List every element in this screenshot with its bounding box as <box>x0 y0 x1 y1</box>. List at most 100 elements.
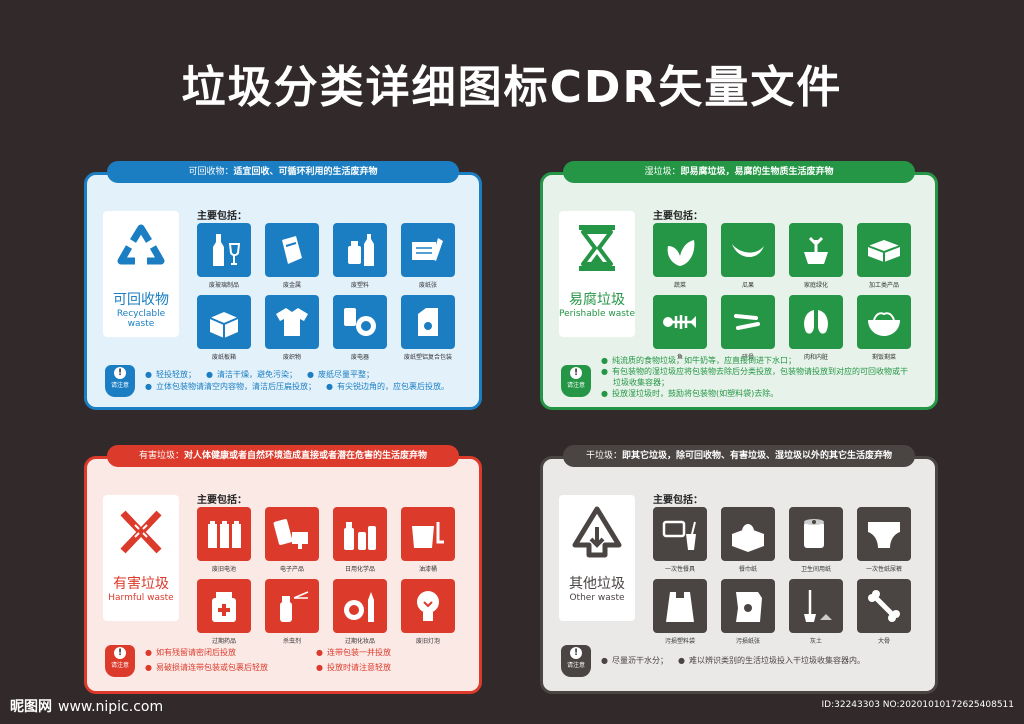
item-label: 废电器 <box>350 354 369 361</box>
note-text: 立体包装物请清空内容物，清洁后压扁投放； <box>155 382 316 391</box>
category-name-en: Recyclable waste <box>116 309 166 329</box>
recyclable-banner: 可回收物：适宜回收、可循环利用的生活废弃物 <box>107 161 459 183</box>
cross-hazard-icon <box>120 510 162 554</box>
item-tile: 污损塑料袋 <box>651 579 709 645</box>
item-tile: 加工类产品 <box>855 223 913 289</box>
item-tile: 电子产品 <box>263 507 321 573</box>
item-label: 油漆桶 <box>418 566 437 573</box>
item-tile: 油漆桶 <box>399 507 457 573</box>
item-tile: 瓜果 <box>719 223 777 289</box>
item-label: 卫生间用纸 <box>800 566 831 573</box>
banner-text: 适宜回收、可循环利用的生活废弃物 <box>233 167 378 177</box>
hazardous-panel: 有害垃圾：对人体健康或者自然环境造成直接或者潜在危害的生活废弃物 有害垃圾 Ha… <box>84 445 482 694</box>
item-label: 过期药品 <box>211 638 236 645</box>
metal-can-icon <box>282 236 302 264</box>
note-text: 投放湿垃圾时，鼓励将包装物(如塑料袋)去除。 <box>611 389 779 398</box>
note-line: ●如有残留请密闭后投放●连带包装一并投放 <box>145 645 469 660</box>
item-label: 过期化妆品 <box>344 638 375 645</box>
note-text: 废纸尽量平整； <box>317 370 374 379</box>
item-tile: 废电器 <box>331 295 389 361</box>
electronics-icon <box>273 519 308 549</box>
item-tile: 剩饭剩菜 <box>855 295 913 361</box>
tissue-box-icon <box>732 524 764 552</box>
item-label: 废织物 <box>282 354 301 361</box>
note-text: 有尖锐边角的，应包裹后投放。 <box>336 382 449 391</box>
item-tile: 过期药品 <box>195 579 253 645</box>
notice-tag: !请注意 <box>105 645 135 677</box>
banner-prefix: 可回收物： <box>188 167 234 177</box>
item-tile: 废纸张 <box>399 223 457 289</box>
category-name-en: Other waste <box>569 593 625 603</box>
hazardous-banner: 有害垃圾：对人体健康或者自然环境造成直接或者潜在危害的生活废弃物 <box>107 445 459 467</box>
hazardous-symbol-box: 有害垃圾 Harmful waste <box>103 495 179 621</box>
note-text: 轻投轻放； <box>155 370 196 379</box>
note-text: 有包装物的湿垃圾应将包装物去除后分类投放，包装物请投放到对应的可回收物或干 <box>611 367 908 376</box>
note-line: ●立体包装物请清空内容物，清洁后压扁投放；●有尖锐边角的，应包裹后投放。 <box>145 382 449 391</box>
plant-icon <box>804 236 828 264</box>
banner-text: 即其它垃圾，除可回收物、有害垃圾、湿垃圾以外的其它生活废弃物 <box>622 451 893 461</box>
item-label: 鱼 <box>676 354 683 361</box>
spray-icon <box>280 591 309 622</box>
notes: ●轻投轻放；●清洁干燥，避免污染；●废纸尽量平整； ●立体包装物请清空内容物，清… <box>145 369 469 393</box>
item-label: 废塑料 <box>350 282 369 289</box>
category-name-en: Perishable waste <box>559 309 635 319</box>
item-tile: 灰土 <box>787 579 845 645</box>
residual-panel: 干垃圾：即其它垃圾，除可回收物、有害垃圾、湿垃圾以外的其它生活废弃物 其他垃圾 … <box>540 445 938 694</box>
item-label: 日用化学品 <box>344 566 375 573</box>
category-name: 易腐垃圾 <box>569 292 625 308</box>
exclamation-icon: ! <box>114 647 126 659</box>
carton-icon <box>418 308 438 336</box>
item-tile: 废金属 <box>263 223 321 289</box>
exclamation-icon: ! <box>570 367 582 379</box>
notice-label: 请注意 <box>566 382 585 389</box>
banner-text: 即易腐垃圾，易腐的生物质生活废弃物 <box>680 167 834 177</box>
note-line: ●有包装物的湿垃圾应将包装物去除后分类投放，包装物请投放到对应的可回收物或干 <box>601 367 908 376</box>
item-tile: 大骨 <box>855 579 913 645</box>
item-label: 家庭绿化 <box>803 282 828 289</box>
item-tile: 蔬菜 <box>651 223 709 289</box>
toilet-paper-icon <box>804 519 824 548</box>
soiled-paper-icon <box>736 592 762 622</box>
item-label: 瓜果 <box>741 282 754 289</box>
leftovers-icon <box>868 312 900 336</box>
recyclable-panel: 可回收物：适宜回收、可循环利用的生活废弃物 可回收物 Recyclable wa… <box>84 161 482 410</box>
item-label: 一次性纸尿裤 <box>865 566 902 573</box>
food-box-icon <box>867 240 901 262</box>
item-tile: 废玻璃制品 <box>195 223 253 289</box>
notice-label: 请注意 <box>110 382 129 389</box>
recycle-symbol-icon <box>117 224 165 265</box>
note-line: ●纯流质的食物垃圾，如牛奶等，应直接倒进下水口； <box>601 356 796 365</box>
hourglass-icon <box>579 225 615 271</box>
vegetable-icon <box>667 240 695 266</box>
category-name: 有害垃圾 <box>113 576 169 592</box>
includes-label: 主要包括： <box>197 211 247 222</box>
exclamation-icon: ! <box>114 367 126 379</box>
glass-bottle-icon <box>213 234 241 266</box>
item-tile: 废纸塑铝复合包装 <box>399 295 457 361</box>
hazardous-item-grid: 废旧电池 电子产品 日用化学品 油漆桶 过期药品 杀虫剂 过期化妆品 废旧灯泡 <box>195 507 467 645</box>
watermark-id: ID:32243303 NO:20201010172625408511 <box>821 700 1015 710</box>
note-text: 尽量沥干水分； <box>611 656 668 665</box>
item-tile: 碎骨 <box>719 295 777 361</box>
item-label: 餐巾纸 <box>738 566 757 573</box>
includes-label: 主要包括： <box>653 495 703 506</box>
kitchen-item-grid: 蔬菜 瓜果 家庭绿化 加工类产品 鱼 碎骨 肉和内脏 剩饭剩菜 <box>651 223 923 361</box>
watermark-site-cn: 昵图网 <box>10 699 52 715</box>
battery-icon <box>208 521 241 548</box>
paint-bucket-icon <box>412 522 444 548</box>
item-label: 电子产品 <box>279 566 304 573</box>
dust-icon <box>804 590 832 622</box>
item-tile: 家庭绿化 <box>787 223 845 289</box>
appliance-icon <box>344 308 376 336</box>
category-name-en: Harmful waste <box>108 593 174 603</box>
light-bulb-icon <box>417 591 439 621</box>
item-tile: 废塑料 <box>331 223 389 289</box>
clothing-icon <box>276 308 308 336</box>
item-tile: 过期化妆品 <box>331 579 389 645</box>
item-tile: 废旧灯泡 <box>399 579 457 645</box>
note-line: ●轻投轻放；●清洁干燥，避免污染；●废纸尽量平整； <box>145 370 374 379</box>
item-tile: 一次性餐具 <box>651 507 709 573</box>
residual-banner: 干垃圾：即其它垃圾，除可回收物、有害垃圾、湿垃圾以外的其它生活废弃物 <box>563 445 915 467</box>
notice-tag: ! 请注意 <box>561 365 591 397</box>
